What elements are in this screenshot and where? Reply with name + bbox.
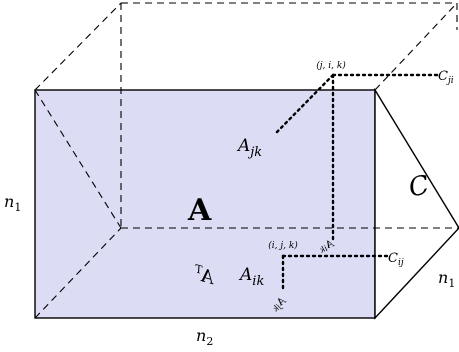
label-C-ji: Cji (438, 69, 454, 86)
label-A-ik-rotated: Aik (317, 238, 336, 255)
dim-n2-bottom: n2 (196, 326, 213, 348)
front-face (34, 89, 376, 319)
matrix-A-label: A (187, 193, 212, 228)
label-A-ik: Aik (238, 265, 264, 289)
right-prism-face (374, 87, 459, 320)
hidden-back-edges (34, 2, 459, 319)
dim-n1-right: n1 (438, 268, 455, 290)
path-jik-to-Ajk (274, 73, 335, 135)
coord-ijk: (i, j, k) (268, 240, 298, 251)
index-paths (274, 73, 440, 292)
dim-n1-left: n1 (4, 192, 21, 214)
coord-jik: (j, i, k) (316, 60, 346, 71)
label-A-jk: Ajk (236, 136, 262, 160)
label-C-ij: Cij (388, 251, 404, 268)
